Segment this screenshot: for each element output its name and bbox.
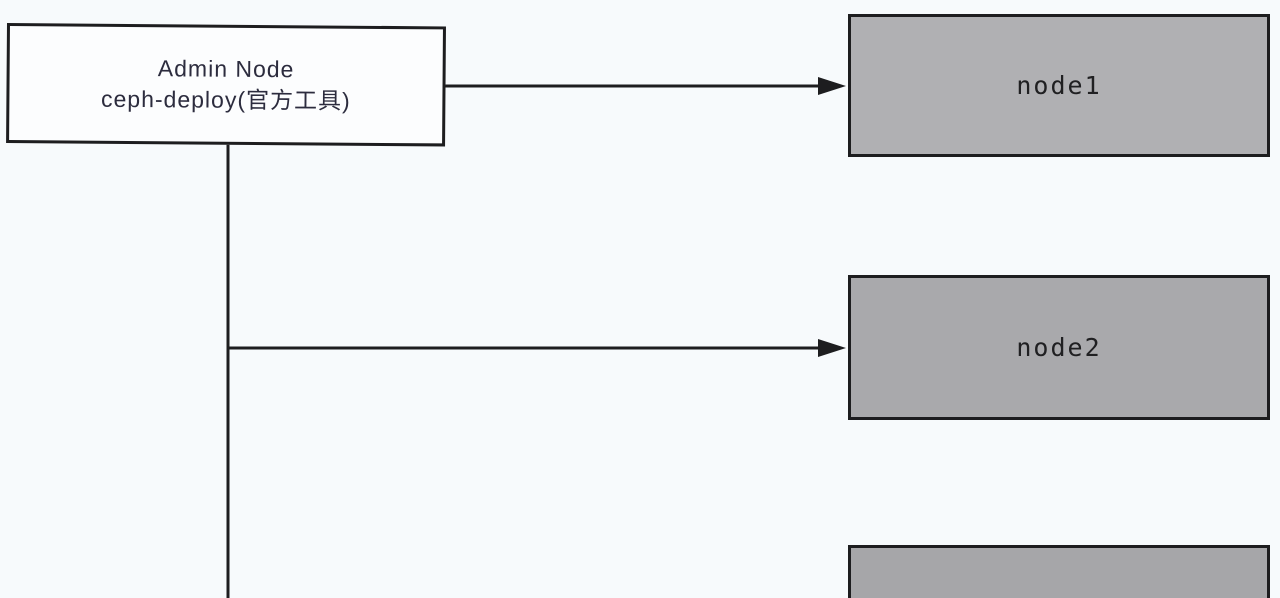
node3-box — [848, 545, 1270, 598]
node1-label: node1 — [1016, 71, 1102, 100]
admin-node-box: Admin Node ceph-deploy(官方工具) — [6, 23, 446, 147]
node2-label: node2 — [1016, 333, 1102, 362]
node1-box: node1 — [848, 14, 1270, 157]
admin-node-title: Admin Node — [157, 55, 295, 83]
node2-box: node2 — [848, 275, 1270, 420]
arrowhead-node1-icon — [818, 77, 846, 95]
arrowhead-node2-icon — [818, 339, 846, 357]
admin-node-subtitle: ceph-deploy(官方工具) — [100, 85, 351, 114]
